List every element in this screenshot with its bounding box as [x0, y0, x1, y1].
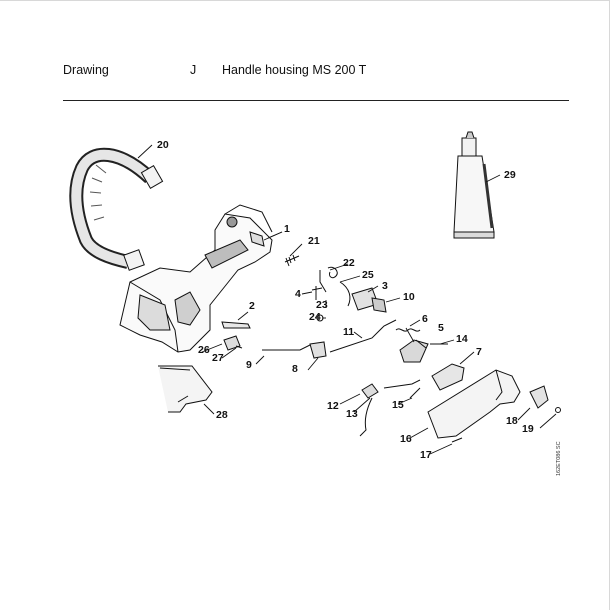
- header-rule: [63, 100, 569, 101]
- callout-7: 7: [476, 346, 482, 358]
- handle-housing-part: [119, 204, 273, 353]
- drawing-reference-code: 162ET086 SC: [556, 441, 562, 476]
- callout-8: 8: [292, 363, 298, 375]
- callout-9: 9: [246, 359, 252, 371]
- bracket-28-part: [158, 365, 213, 413]
- callout-11: 11: [343, 326, 355, 338]
- control-rods: [359, 379, 421, 437]
- drawing-code: J: [190, 63, 197, 77]
- callout-16: 16: [400, 433, 412, 445]
- page-border-top: [0, 0, 610, 1]
- callout-29: 29: [504, 169, 516, 181]
- callout-10: 10: [403, 291, 415, 303]
- screw-21: [284, 254, 300, 267]
- callout-6: 6: [422, 313, 428, 325]
- callout-13: 13: [346, 408, 358, 420]
- callout-21: 21: [308, 235, 320, 247]
- throttle-rod-parts: [262, 341, 327, 359]
- callout-18: 18: [506, 415, 518, 427]
- handle-bar-part: [69, 147, 164, 271]
- callout-2: 2: [249, 300, 255, 312]
- callout-22: 22: [343, 257, 355, 269]
- callout-14: 14: [456, 333, 468, 345]
- callout-28: 28: [216, 409, 228, 421]
- callout-1: 1: [284, 223, 290, 235]
- throttle-trigger-parts: [395, 328, 429, 363]
- lever-parts: [430, 343, 465, 391]
- callout-5: 5: [438, 322, 444, 334]
- callout-25: 25: [362, 269, 374, 281]
- throttle-interlock-parts: [311, 266, 387, 322]
- callout-4: 4: [295, 288, 301, 300]
- callout-leader-lines: [137, 144, 557, 455]
- callout-3: 3: [382, 280, 388, 292]
- callout-27: 27: [212, 352, 224, 364]
- callout-12: 12: [327, 400, 339, 412]
- callout-19: 19: [522, 423, 534, 435]
- callout-20: 20: [157, 139, 169, 151]
- callout-24: 24: [309, 311, 321, 323]
- rear-handle-parts: [427, 369, 561, 443]
- callout-15: 15: [392, 399, 404, 411]
- grease-tube-part: [453, 131, 495, 239]
- callout-23: 23: [316, 299, 328, 311]
- callout-17: 17: [420, 449, 432, 461]
- rod-11: [329, 319, 397, 353]
- drawing-title: Handle housing MS 200 T: [222, 63, 367, 77]
- callout-26: 26: [198, 344, 210, 356]
- screw-and-clip-parts: [221, 321, 251, 351]
- drawing-label: Drawing: [63, 63, 109, 77]
